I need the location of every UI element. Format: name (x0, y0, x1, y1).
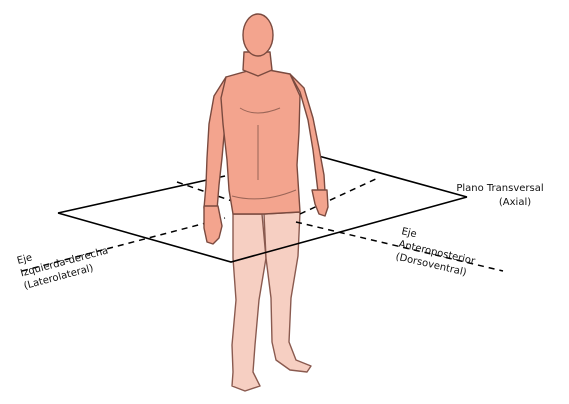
ap-axis-label: Eje Anteroposterior (Dorsoventral) (394, 226, 479, 280)
head (243, 14, 273, 56)
upper-body (204, 14, 328, 244)
lr-axis-label: Eje Izquierda-derecha (Laterolateral) (16, 233, 113, 292)
right-hand (204, 206, 222, 244)
lr-axis-right (300, 178, 378, 214)
plane-edge-back-right (315, 155, 467, 197)
torso (221, 68, 300, 214)
plane-edge-back-left (58, 176, 225, 213)
plane-label-line2: (Axial) (499, 197, 531, 208)
lower-body (232, 212, 311, 391)
right-leg (232, 214, 266, 391)
left-hand (312, 190, 328, 216)
left-leg (264, 212, 311, 372)
plane-label-line1: Plano Transversal (456, 183, 543, 194)
ap-axis-label-line1: Eje (400, 226, 417, 240)
